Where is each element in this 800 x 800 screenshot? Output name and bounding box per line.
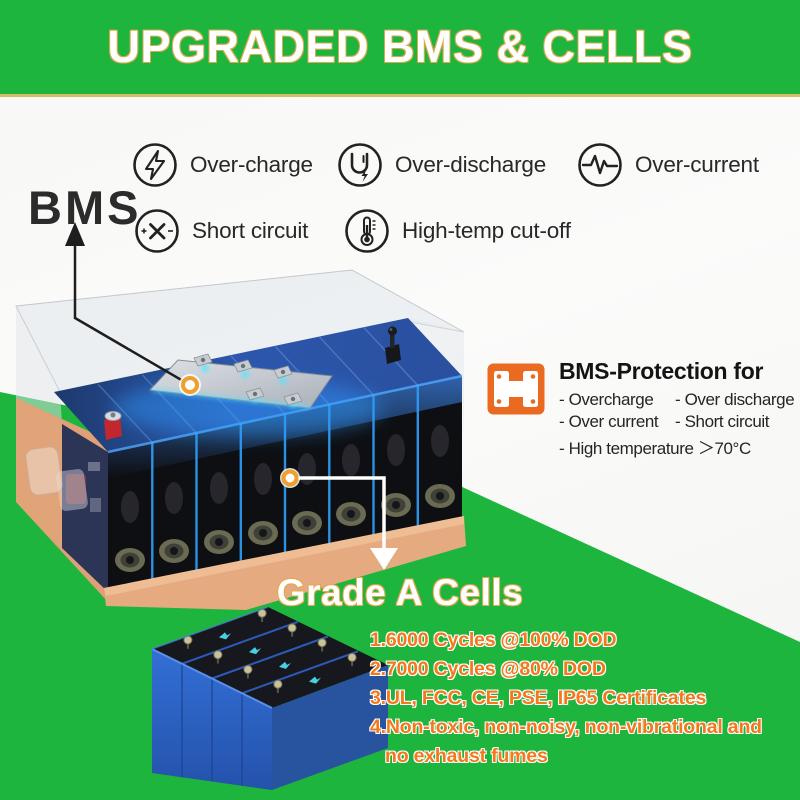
feature-short-circuit: Short circuit	[134, 207, 308, 255]
overdischarge-u-bolt-icon	[338, 143, 382, 187]
feature-label: Short circuit	[192, 218, 309, 243]
cell-terminals	[183, 608, 357, 693]
cells-feature-line: 3.UL, FCC, CE, PSE, IP65 Certificates	[370, 687, 707, 709]
cells-feature-line: 2.7000 Cycles @80% DOD	[370, 658, 606, 680]
black-terminal	[385, 326, 401, 364]
feature-high-temp: High-temp cut-off	[344, 207, 571, 255]
high-temp-thermometer-icon	[345, 209, 389, 253]
red-terminal	[104, 411, 122, 440]
feature-label: High-temp cut-off	[402, 218, 571, 243]
cells-feature-line: 1.6000 Cycles @100% DOD	[370, 629, 617, 651]
short-circuit-x-icon	[135, 209, 179, 253]
protection-item: - Overcharge	[559, 390, 654, 409]
overcurrent-pulse-icon	[578, 143, 622, 187]
overcharge-bolt-icon	[133, 143, 177, 187]
feature-over-discharge: Over-discharge	[337, 141, 546, 189]
feature-label: Over-current	[635, 152, 759, 177]
battery-pack	[15, 269, 466, 610]
bms-label: BMS	[28, 181, 142, 234]
cells-feature-line: 4.Non-toxic, non-noisy, non-vibrational …	[370, 716, 762, 738]
header-banner: UPGRADED BMS & CELLS	[0, 0, 800, 97]
feature-label: Over-charge	[190, 152, 313, 177]
bms-marker-dot	[179, 374, 201, 396]
page-title: UPGRADED BMS & CELLS	[107, 21, 693, 72]
feature-over-current: Over-current	[577, 141, 759, 189]
protection-list: - Overcharge - Over discharge - Over cur…	[559, 390, 795, 459]
cells-feature-line: no exhaust fumes	[385, 745, 548, 767]
grade-a-cells-illustration	[151, 606, 388, 790]
protection-title: BMS-Protection for	[559, 358, 764, 384]
bms-board-icon	[487, 363, 545, 415]
cells-pointer-arrow	[290, 476, 398, 570]
protection-item: - Over current	[559, 412, 659, 431]
bms-board	[148, 353, 333, 409]
protection-item: - Short circuit	[675, 412, 770, 431]
cells-title: Grade A Cells	[276, 572, 524, 613]
cells-feature-list: 1.6000 Cycles @100% DOD 2.7000 Cycles @8…	[370, 626, 762, 771]
cell-vents	[115, 484, 455, 572]
feature-over-charge: Over-charge	[132, 141, 313, 189]
protection-item: - Over discharge	[675, 390, 795, 409]
bms-pointer-arrow	[65, 222, 191, 387]
cells-marker-dot	[280, 468, 300, 488]
bms-protection-block: BMS-Protection for - Overcharge - Over d…	[486, 358, 795, 459]
feature-label: Over-discharge	[395, 152, 547, 177]
protection-item: - High temperature ＞70°C	[559, 439, 751, 458]
